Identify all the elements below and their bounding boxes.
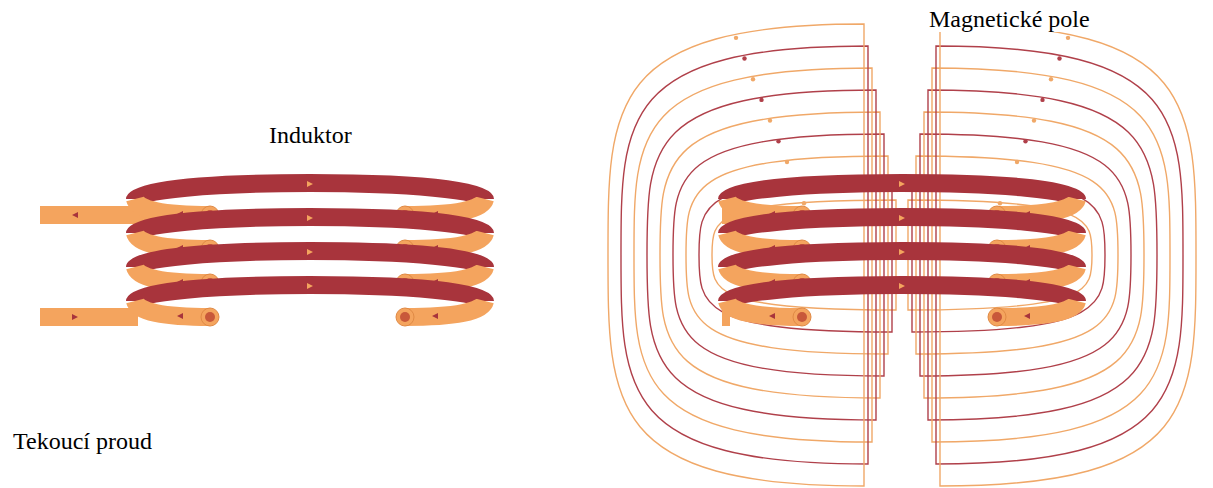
current-arrow	[72, 212, 78, 218]
field-dot	[1066, 36, 1070, 40]
wire-section	[201, 308, 219, 326]
field-dot	[751, 77, 755, 81]
current-arrow	[899, 215, 905, 221]
current-arrow	[899, 249, 905, 255]
coil	[722, 181, 1077, 326]
lead-wire	[40, 308, 138, 326]
field-dot	[1015, 160, 1019, 164]
current-arrow	[899, 181, 905, 187]
current-arrow	[1024, 313, 1030, 319]
current-arrow	[307, 215, 313, 221]
field-dot	[1023, 139, 1027, 143]
wire-section	[205, 312, 215, 322]
current-arrow	[307, 249, 313, 255]
magnetic-field-lines	[608, 24, 1196, 486]
current-arrow	[72, 314, 78, 320]
field-dot	[1049, 77, 1053, 81]
caption-label: Magnetické pole	[926, 6, 1093, 32]
current-arrow	[177, 313, 183, 319]
field-dot	[802, 201, 806, 205]
field-dot	[785, 160, 789, 164]
wire-section	[793, 308, 811, 326]
field-dot	[1057, 56, 1061, 60]
field-dot	[768, 118, 772, 122]
wire-section	[400, 312, 410, 322]
field-dot	[998, 201, 1002, 205]
field-dot	[734, 36, 738, 40]
field-dot	[759, 98, 763, 102]
coil-turn-side	[135, 301, 210, 317]
coil-turn-side	[727, 301, 802, 317]
caption-label: Tekoucí proud	[10, 428, 155, 454]
wire-section	[396, 308, 414, 326]
field-dot	[1032, 118, 1036, 122]
current-arrow	[432, 313, 438, 319]
field-dot	[1040, 98, 1044, 102]
wire-section	[797, 312, 807, 322]
current-arrow	[307, 181, 313, 187]
wire-section	[992, 312, 1002, 322]
current-arrow	[769, 313, 775, 319]
current-arrow	[899, 283, 905, 289]
current-arrow	[307, 283, 313, 289]
coil-turn-side	[405, 301, 485, 317]
coil-turn-side	[997, 301, 1077, 317]
field-dot	[742, 56, 746, 60]
wire-section	[988, 308, 1006, 326]
field-dot	[776, 139, 780, 143]
caption-label: Induktor	[266, 122, 355, 148]
coil	[40, 181, 485, 326]
